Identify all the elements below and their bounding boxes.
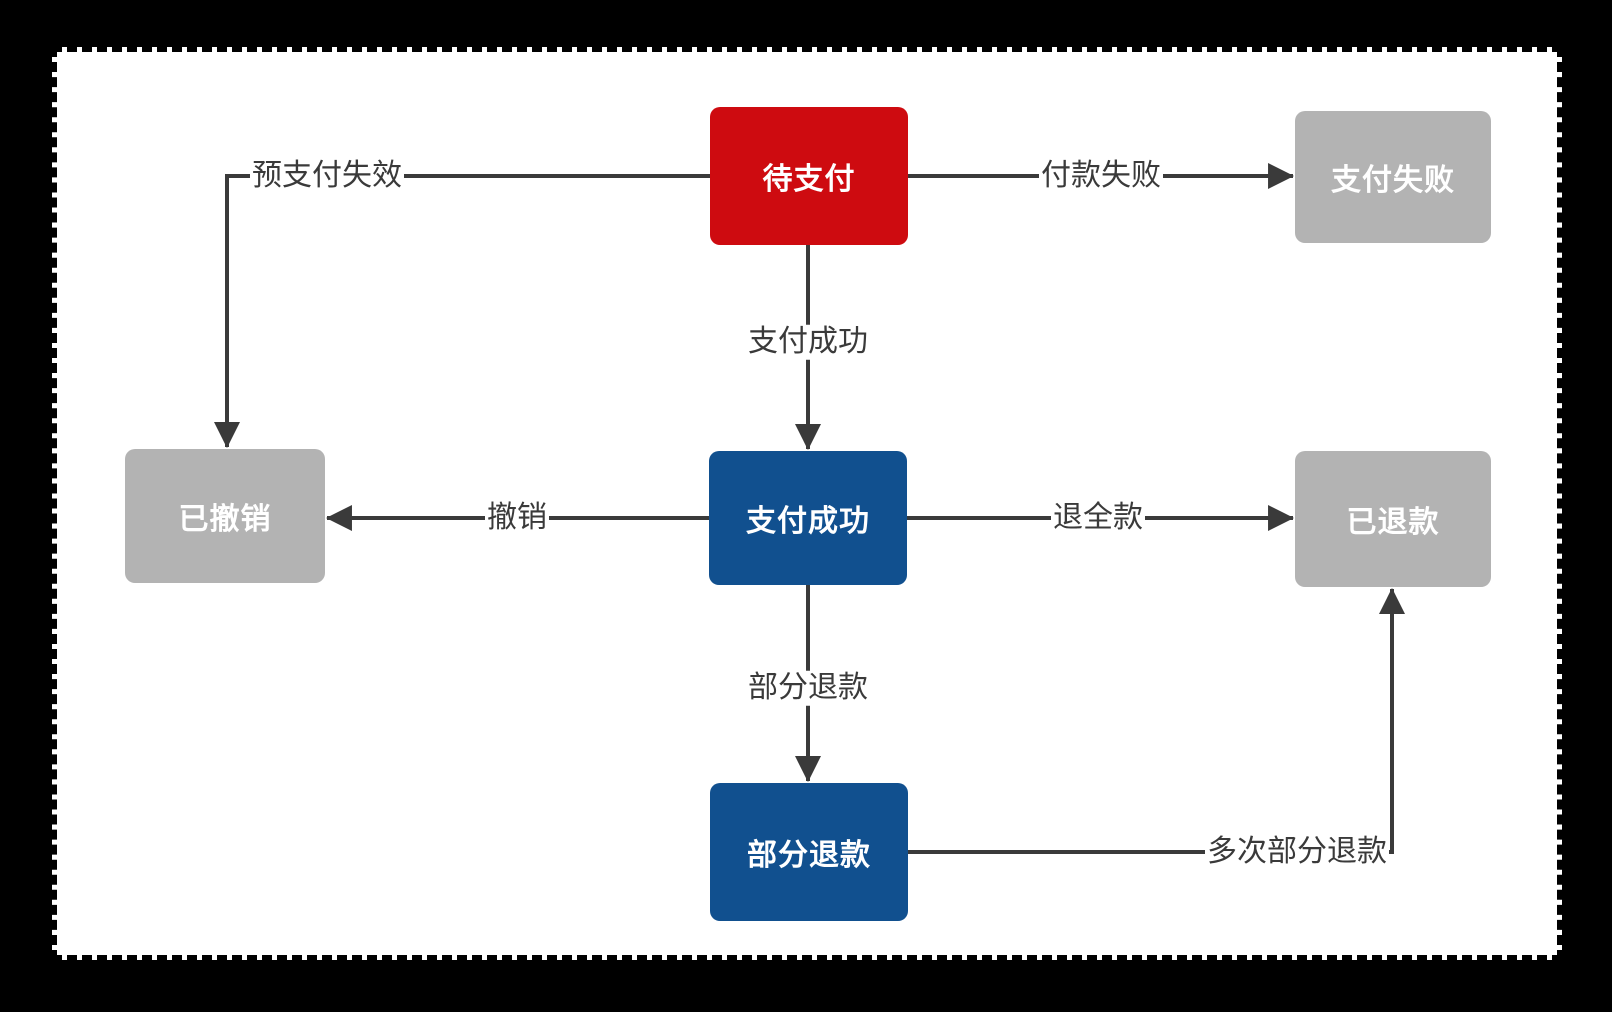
node-payment-success-label: 支付成功 bbox=[746, 505, 870, 538]
node-partial-refund[interactable]: 部分退款 bbox=[710, 783, 908, 921]
node-pending-payment-label: 待支付 bbox=[762, 163, 856, 196]
edge-label-multi-partial-refund: 多次部分退款 bbox=[1205, 834, 1389, 870]
node-refunded-label: 已退款 bbox=[1346, 506, 1440, 539]
edge-pending-to-cancelled-line bbox=[214, 174, 710, 449]
edge-label-prepay-expire: 预支付失效 bbox=[250, 158, 404, 194]
node-cancelled[interactable]: 已撤销 bbox=[125, 449, 325, 583]
edge-label-full-refund: 退全款 bbox=[1051, 500, 1145, 536]
node-refunded[interactable]: 已退款 bbox=[1295, 451, 1491, 587]
node-partial-refund-label: 部分退款 bbox=[747, 839, 871, 872]
edge-label-pay-success: 支付成功 bbox=[746, 324, 870, 360]
edge-label-pay-fail: 付款失败 bbox=[1039, 158, 1163, 194]
node-payment-failed[interactable]: 支付失败 bbox=[1295, 111, 1491, 243]
edge-partial-to-refunded-line bbox=[908, 587, 1405, 854]
node-payment-failed-label: 支付失败 bbox=[1331, 164, 1455, 197]
edge-label-partial-refund: 部分退款 bbox=[746, 670, 870, 706]
edge-label-cancel: 撤销 bbox=[485, 500, 549, 536]
diagram-canvas: 待支付 支付失败 已撤销 支付成功 已退款 部分退款 预支付失效 付款失败 支付… bbox=[52, 47, 1562, 960]
node-cancelled-label: 已撤销 bbox=[178, 503, 272, 536]
node-payment-success[interactable]: 支付成功 bbox=[709, 451, 907, 585]
node-pending-payment[interactable]: 待支付 bbox=[710, 107, 908, 245]
